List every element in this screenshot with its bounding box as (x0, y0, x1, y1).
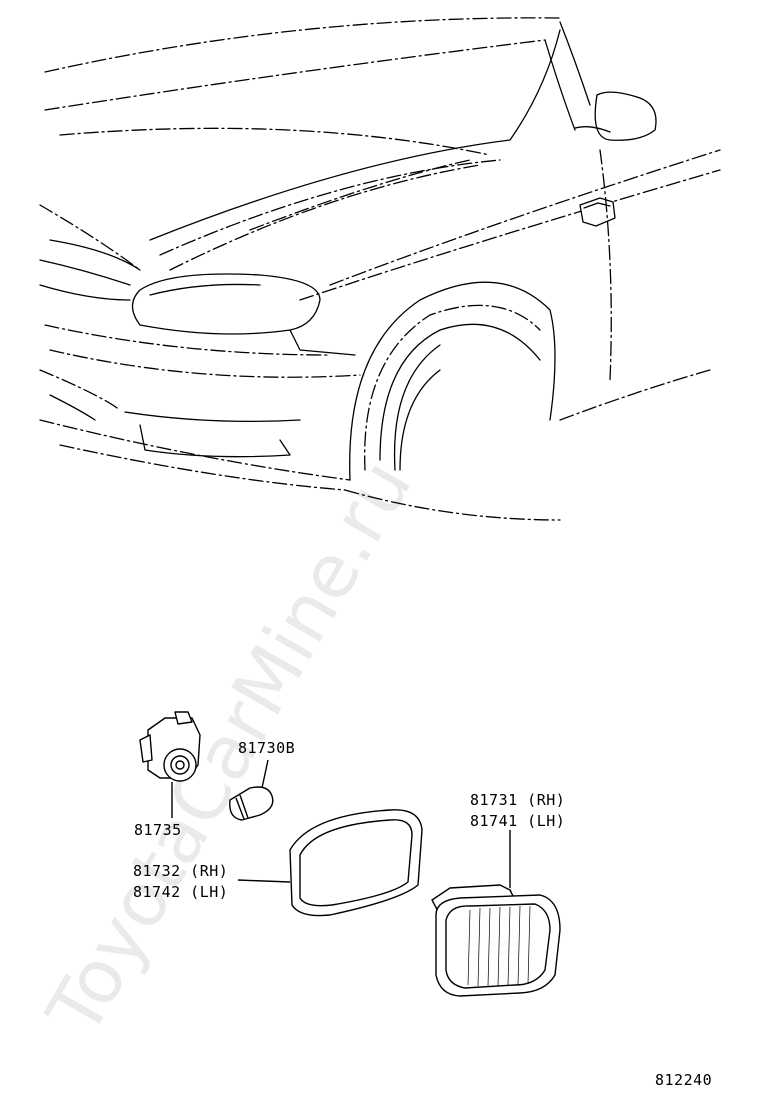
label-lamp-lh: 81741 (LH) (470, 812, 565, 830)
socket-81735[interactable] (139, 711, 201, 818)
label-lamp-rh: 81731 (RH) (470, 791, 565, 809)
diagram-code: 812240 (655, 1071, 712, 1089)
label-gasket-rh: 81732 (RH) (133, 862, 228, 880)
car-front-illustration (39, 17, 721, 521)
gasket-81732-81742[interactable] (237, 809, 423, 917)
label-gasket-lh: 81742 (LH) (133, 883, 228, 901)
watermark: ToyotaCarMine.ru (31, 446, 429, 1050)
side-marker-lamp-81731-81741[interactable] (431, 830, 561, 997)
bulb-81730b[interactable] (229, 759, 274, 821)
label-bulb: 81730B (238, 739, 295, 757)
label-socket: 81735 (134, 821, 182, 839)
